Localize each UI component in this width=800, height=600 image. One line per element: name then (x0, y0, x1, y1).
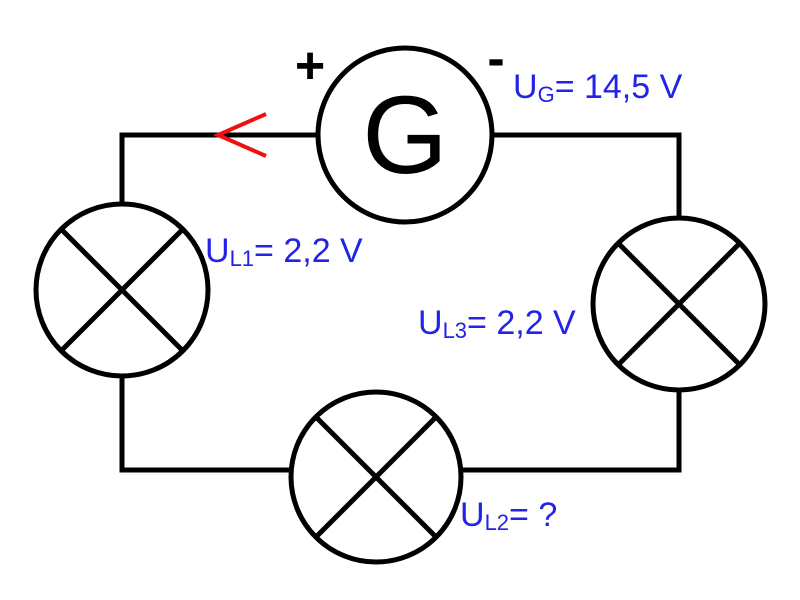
lamp-l1-cross-b (59, 227, 185, 353)
lamp-l1-voltage-label: UL1= 2,2 V (205, 232, 363, 271)
wire-right-bottom (458, 387, 682, 473)
label-symbol: U (460, 496, 485, 534)
generator-circle-icon (315, 45, 495, 225)
lamp-l3 (590, 215, 768, 393)
label-symbol: U (513, 68, 538, 106)
generator-minus-sign: - (487, 30, 504, 88)
lamp-l3-cross-b (616, 241, 742, 367)
label-subscript: L3 (443, 318, 467, 343)
label-value: = 2,2 V (254, 232, 363, 270)
label-symbol: U (418, 304, 443, 342)
label-value: = ? (509, 496, 557, 534)
lamp-l1 (33, 201, 211, 379)
circuit-wires (119, 132, 682, 473)
lamp-l3-voltage-label: UL3= 2,2 V (418, 304, 576, 343)
label-value: = 2,2 V (467, 304, 576, 342)
lamp-l2-cross-b (314, 415, 438, 539)
generator-plus-sign: + (295, 37, 325, 95)
lamp-l2 (288, 389, 464, 565)
lamp-l2-voltage-label: UL2= ? (460, 496, 557, 535)
generator: G + - (295, 30, 505, 225)
label-subscript: L1 (230, 246, 254, 271)
generator-voltage-label: UG= 14,5 V (513, 68, 683, 107)
arrow-left-icon (213, 112, 267, 158)
label-subscript: L2 (485, 510, 509, 535)
label-symbol: U (205, 232, 230, 270)
label-value: = 14,5 V (555, 68, 683, 106)
generator-letter: G (362, 74, 448, 197)
wire-right-top (489, 132, 682, 221)
wire-left-top (119, 132, 321, 208)
wire-left-bottom (119, 372, 295, 473)
label-subscript: G (538, 82, 555, 107)
